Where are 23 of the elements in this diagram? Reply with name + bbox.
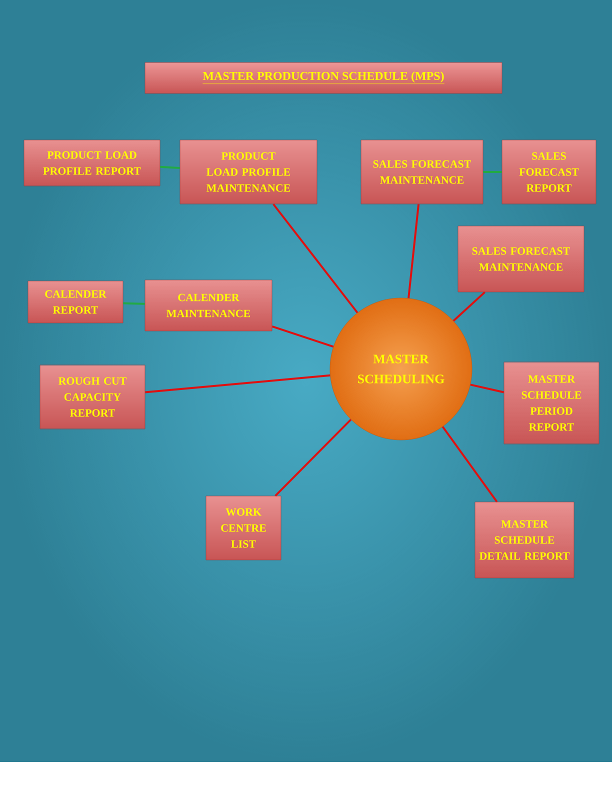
connector-line [145, 374, 330, 394]
connector-line [442, 426, 498, 502]
connector-line [272, 326, 334, 348]
connector-line [274, 418, 352, 496]
process-box: CALENDER MAINTENANCE [144, 280, 272, 332]
connector-line [408, 204, 420, 298]
connector-line [272, 204, 358, 314]
process-box: PRODUCT LOAD PROFILE MAINTENANCE [180, 140, 318, 204]
process-box: MASTER SCHEDULE PERIOD REPORT [504, 362, 600, 444]
process-box: WORK CENTRE LIST [206, 496, 282, 560]
process-box: ROUGH CUT CAPACITY REPORT [40, 364, 146, 430]
connector-line [483, 171, 502, 173]
process-box: SALES FORECAST REPORT [502, 140, 596, 204]
connector-line [470, 384, 504, 394]
process-box: CALENDER REPORT [28, 280, 124, 324]
connector-line [452, 291, 486, 322]
process-box: SALES FORECAST MAINTENANCE [360, 140, 484, 204]
title-box: MASTER PRODUCTION SCHEDULE (MPS) [144, 62, 502, 94]
connector-line [160, 166, 180, 170]
process-box: SALES FORECAST MAINTENANCE [458, 226, 584, 292]
process-box: PRODUCT LOAD PROFILE REPORT [24, 140, 160, 186]
connector-line [123, 302, 145, 305]
process-box: MASTER SCHEDULE DETAIL REPORT [474, 502, 574, 578]
